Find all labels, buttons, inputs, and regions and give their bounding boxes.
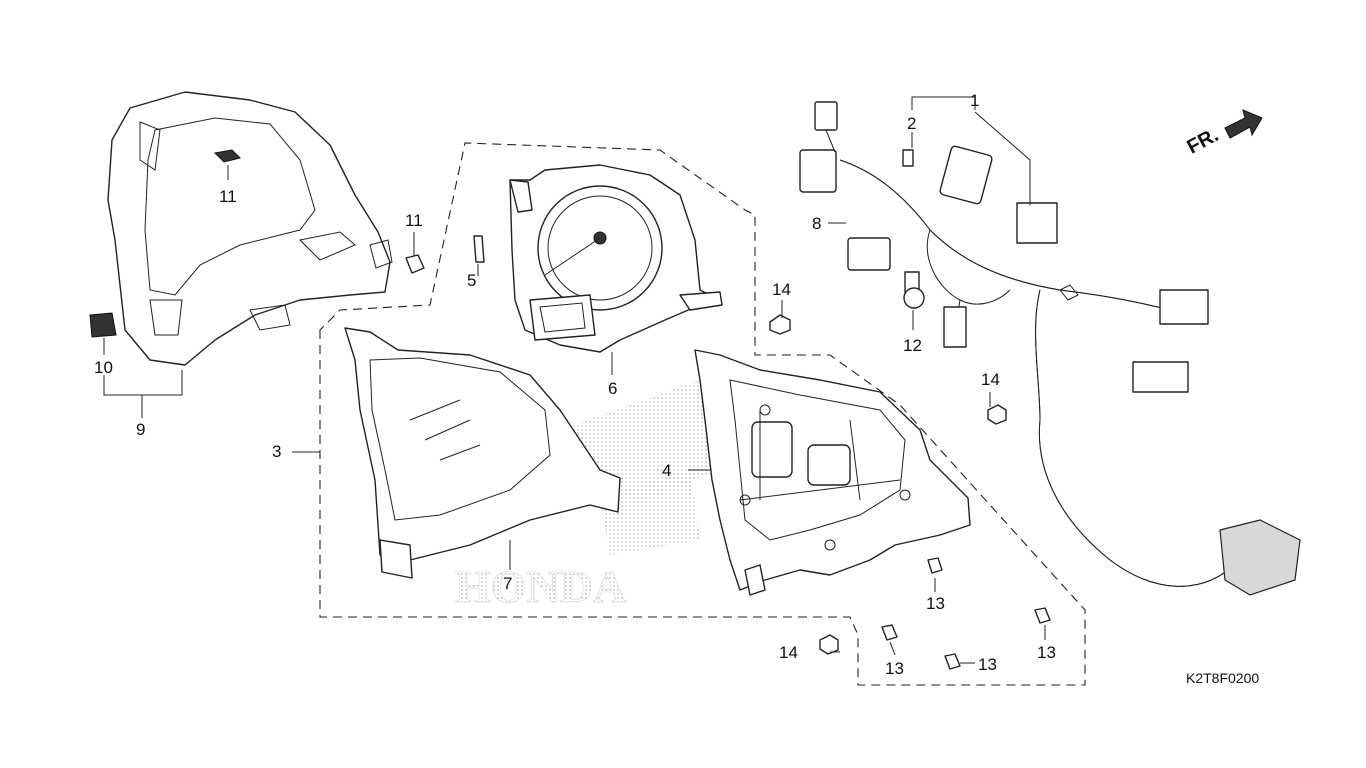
callout-11-a: 11 — [219, 187, 237, 206]
callout-6: 6 — [608, 379, 618, 398]
callout-13-a: 13 — [926, 594, 945, 613]
callout-7: 7 — [503, 574, 513, 593]
meter-lens-part-7 — [344, 327, 621, 579]
callout-1: 1 — [970, 91, 980, 110]
callout-9: 9 — [136, 420, 146, 439]
diagram-code: K2T8F0200 — [1186, 670, 1260, 686]
screw-14-c — [819, 634, 839, 655]
speedometer-part-6 — [509, 164, 723, 353]
screw-14-a — [769, 314, 791, 335]
callout-14-c: 14 — [779, 643, 798, 662]
front-arrow-icon — [1224, 109, 1263, 139]
meter-visor-part-9 — [107, 91, 393, 366]
callout-5: 5 — [467, 271, 477, 290]
callout-11-b: 11 — [405, 211, 423, 230]
callout-4: 4 — [662, 461, 672, 480]
screw-14-b — [987, 404, 1007, 425]
screw-13-c — [881, 624, 898, 641]
callout-10: 10 — [94, 358, 113, 377]
screw-13-b — [1034, 607, 1051, 624]
leader-lines — [103, 96, 1046, 664]
callout-13-c: 13 — [885, 659, 904, 678]
screw-part-5 — [473, 235, 485, 263]
svg-text:HONDA: HONDA — [455, 561, 626, 612]
callout-2: 2 — [907, 114, 917, 133]
callout-14-a: 14 — [772, 280, 791, 299]
meter-case-part-4 — [694, 349, 971, 596]
wire-harness-part-1 — [799, 101, 1301, 596]
callout-14-b: 14 — [981, 370, 1000, 389]
callout-8: 8 — [812, 214, 822, 233]
sensor-part-12 — [903, 271, 925, 309]
callout-13-b: 13 — [1037, 643, 1056, 662]
callout-13-d: 13 — [978, 655, 997, 674]
relay-part-8 — [847, 237, 891, 271]
emblem-part-11-on-visor — [213, 149, 241, 163]
screw-13-d — [944, 653, 961, 670]
connector-part-2 — [902, 149, 914, 167]
clip-part-11 — [405, 254, 425, 274]
callout-12: 12 — [903, 336, 922, 355]
emblem-part-10 — [89, 312, 117, 338]
screw-13-a — [927, 557, 943, 574]
callout-3: 3 — [272, 442, 282, 461]
assembly-outline-meter — [319, 142, 1086, 686]
